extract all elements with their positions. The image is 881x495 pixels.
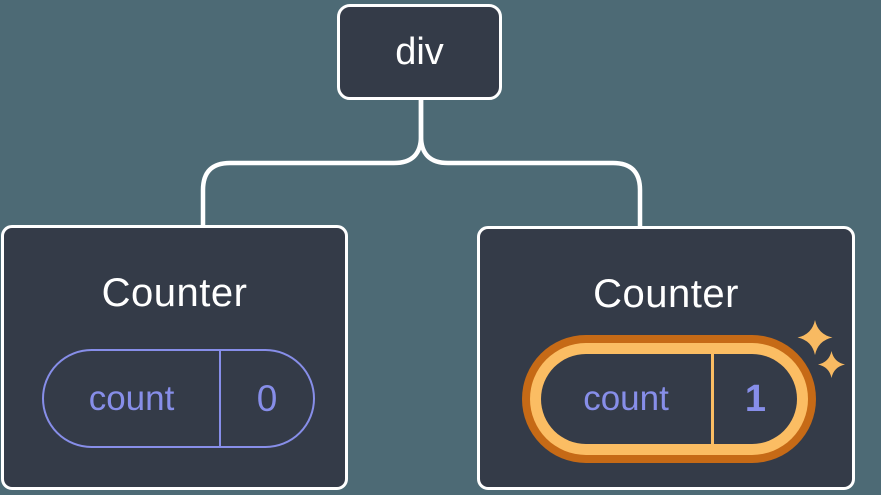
state-divider: [711, 354, 714, 444]
state-pill: count 0: [42, 349, 315, 448]
highlight-ring-outer: count 1: [522, 335, 816, 463]
counter-title: Counter: [593, 272, 739, 316]
counter-title: Counter: [101, 271, 248, 315]
state-key-label: count: [583, 379, 669, 418]
state-divider: [219, 351, 221, 446]
highlight-ring-inner: count 1: [530, 343, 808, 455]
counter-node-right: Counter count 1: [477, 226, 855, 490]
root-node-label: div: [395, 30, 444, 73]
sparkle-icon-small: [818, 351, 845, 378]
tree-node-div: div: [337, 4, 502, 100]
state-pill: count 1: [541, 354, 797, 444]
connector-right-branch: [418, 96, 643, 231]
connector-left-branch: [200, 96, 424, 230]
state-value: 1: [744, 377, 767, 420]
state-key-label: count: [88, 378, 175, 418]
sparkle-icon-large: [797, 320, 833, 355]
state-value: 0: [256, 377, 278, 419]
counter-node-left: Counter count 0: [1, 225, 348, 490]
